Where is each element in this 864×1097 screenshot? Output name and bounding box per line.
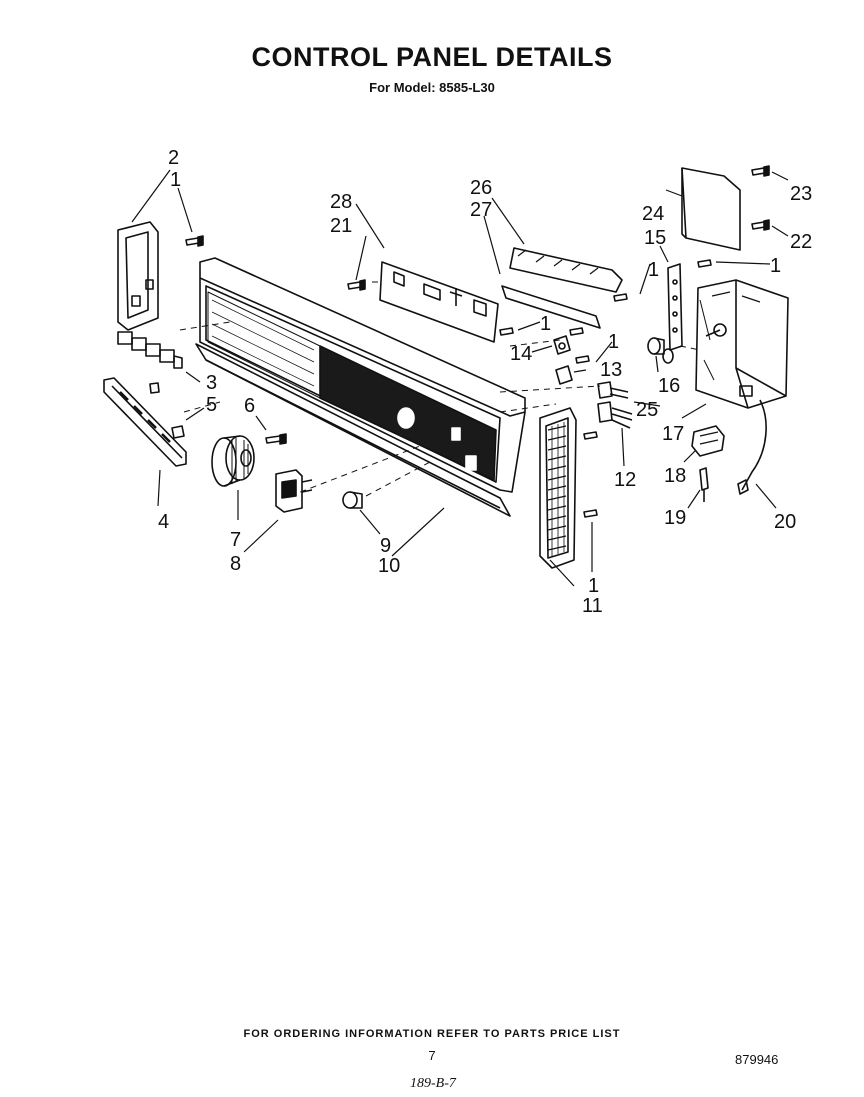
page-number: 7 [428,1048,436,1063]
part-mounting-plate [379,261,499,343]
callout-23: 23 [790,183,812,205]
screws-grille [583,431,598,518]
callout-1-bracket: 1 [170,169,181,191]
callout-16: 16 [658,375,680,397]
part-terminal-pin [699,467,709,502]
document-number: 879946 [735,1052,779,1067]
callout-labels: 2 1 3 5 4 6 7 8 9 10 11 1 12 13 14 15 16… [158,147,812,617]
callout-24: 24 [642,203,664,225]
alignment-lines [179,281,701,497]
part-clip-thirteen [555,365,573,385]
callout-18: 18 [664,465,686,487]
callout-1-rail: 1 [540,313,551,335]
screw-twentyone [347,279,366,291]
callout-22: 22 [790,231,812,253]
callout-9: 9 [380,535,391,557]
callout-27: 27 [470,199,492,221]
callout-28: 28 [330,191,352,213]
callout-4: 4 [158,511,169,533]
callout-6: 6 [244,395,255,417]
callout-1-rail-right: 1 [648,259,659,281]
part-knob [211,435,255,487]
ordering-note: FOR ORDERING INFORMATION REFER TO PARTS … [243,1028,621,1040]
callout-17: 17 [662,423,684,445]
screw-thirteen [575,355,590,364]
model-subtitle: For Model: 8585-L30 [369,80,495,95]
callout-15: 15 [644,227,666,249]
part-connectors [597,381,633,429]
part-top-cover [681,167,741,251]
part-rocker-switch [275,469,313,513]
callout-25: 25 [636,399,658,421]
callout-1-clip: 1 [608,331,619,353]
callout-7: 7 [230,529,241,551]
part-console-panel [195,257,526,517]
screws-rail [499,293,628,336]
part-end-bracket-left [117,221,159,331]
callout-3: 3 [206,372,217,394]
part-switch-strip [103,377,187,467]
callout-1-grille: 1 [588,575,599,597]
part-cam-roller [647,337,674,364]
screw-bracket [185,235,204,247]
callout-11: 11 [582,595,603,617]
callout-2: 2 [168,147,179,169]
callout-20: 20 [774,511,796,533]
part-side-grille [539,407,577,569]
part-connector-block [691,425,725,457]
leader-arrows [131,169,789,587]
part-wire-lead [737,399,767,495]
callout-19: 19 [664,507,686,529]
part-button-caps [117,331,183,369]
callout-12: 12 [614,469,636,491]
callout-10: 10 [378,555,400,577]
callout-21: 21 [330,215,352,237]
callout-1-terminal: 1 [770,255,781,277]
callout-8: 8 [230,553,241,575]
callout-14: 14 [510,343,532,365]
part-terminal-strip [667,263,683,351]
callout-26: 26 [470,177,492,199]
screw-six [265,433,287,445]
page-title: CONTROL PANEL DETAILS [251,42,613,72]
part-upper-rail [501,247,623,329]
part-timer [695,279,789,409]
part-plug [342,491,363,509]
screw-fifteen [697,259,712,268]
screws-cover [751,165,770,231]
callout-13: 13 [600,359,622,381]
handwritten-note: 189-B-7 [410,1076,456,1091]
callout-5: 5 [206,394,217,416]
part-clip-fourteen [553,335,571,355]
